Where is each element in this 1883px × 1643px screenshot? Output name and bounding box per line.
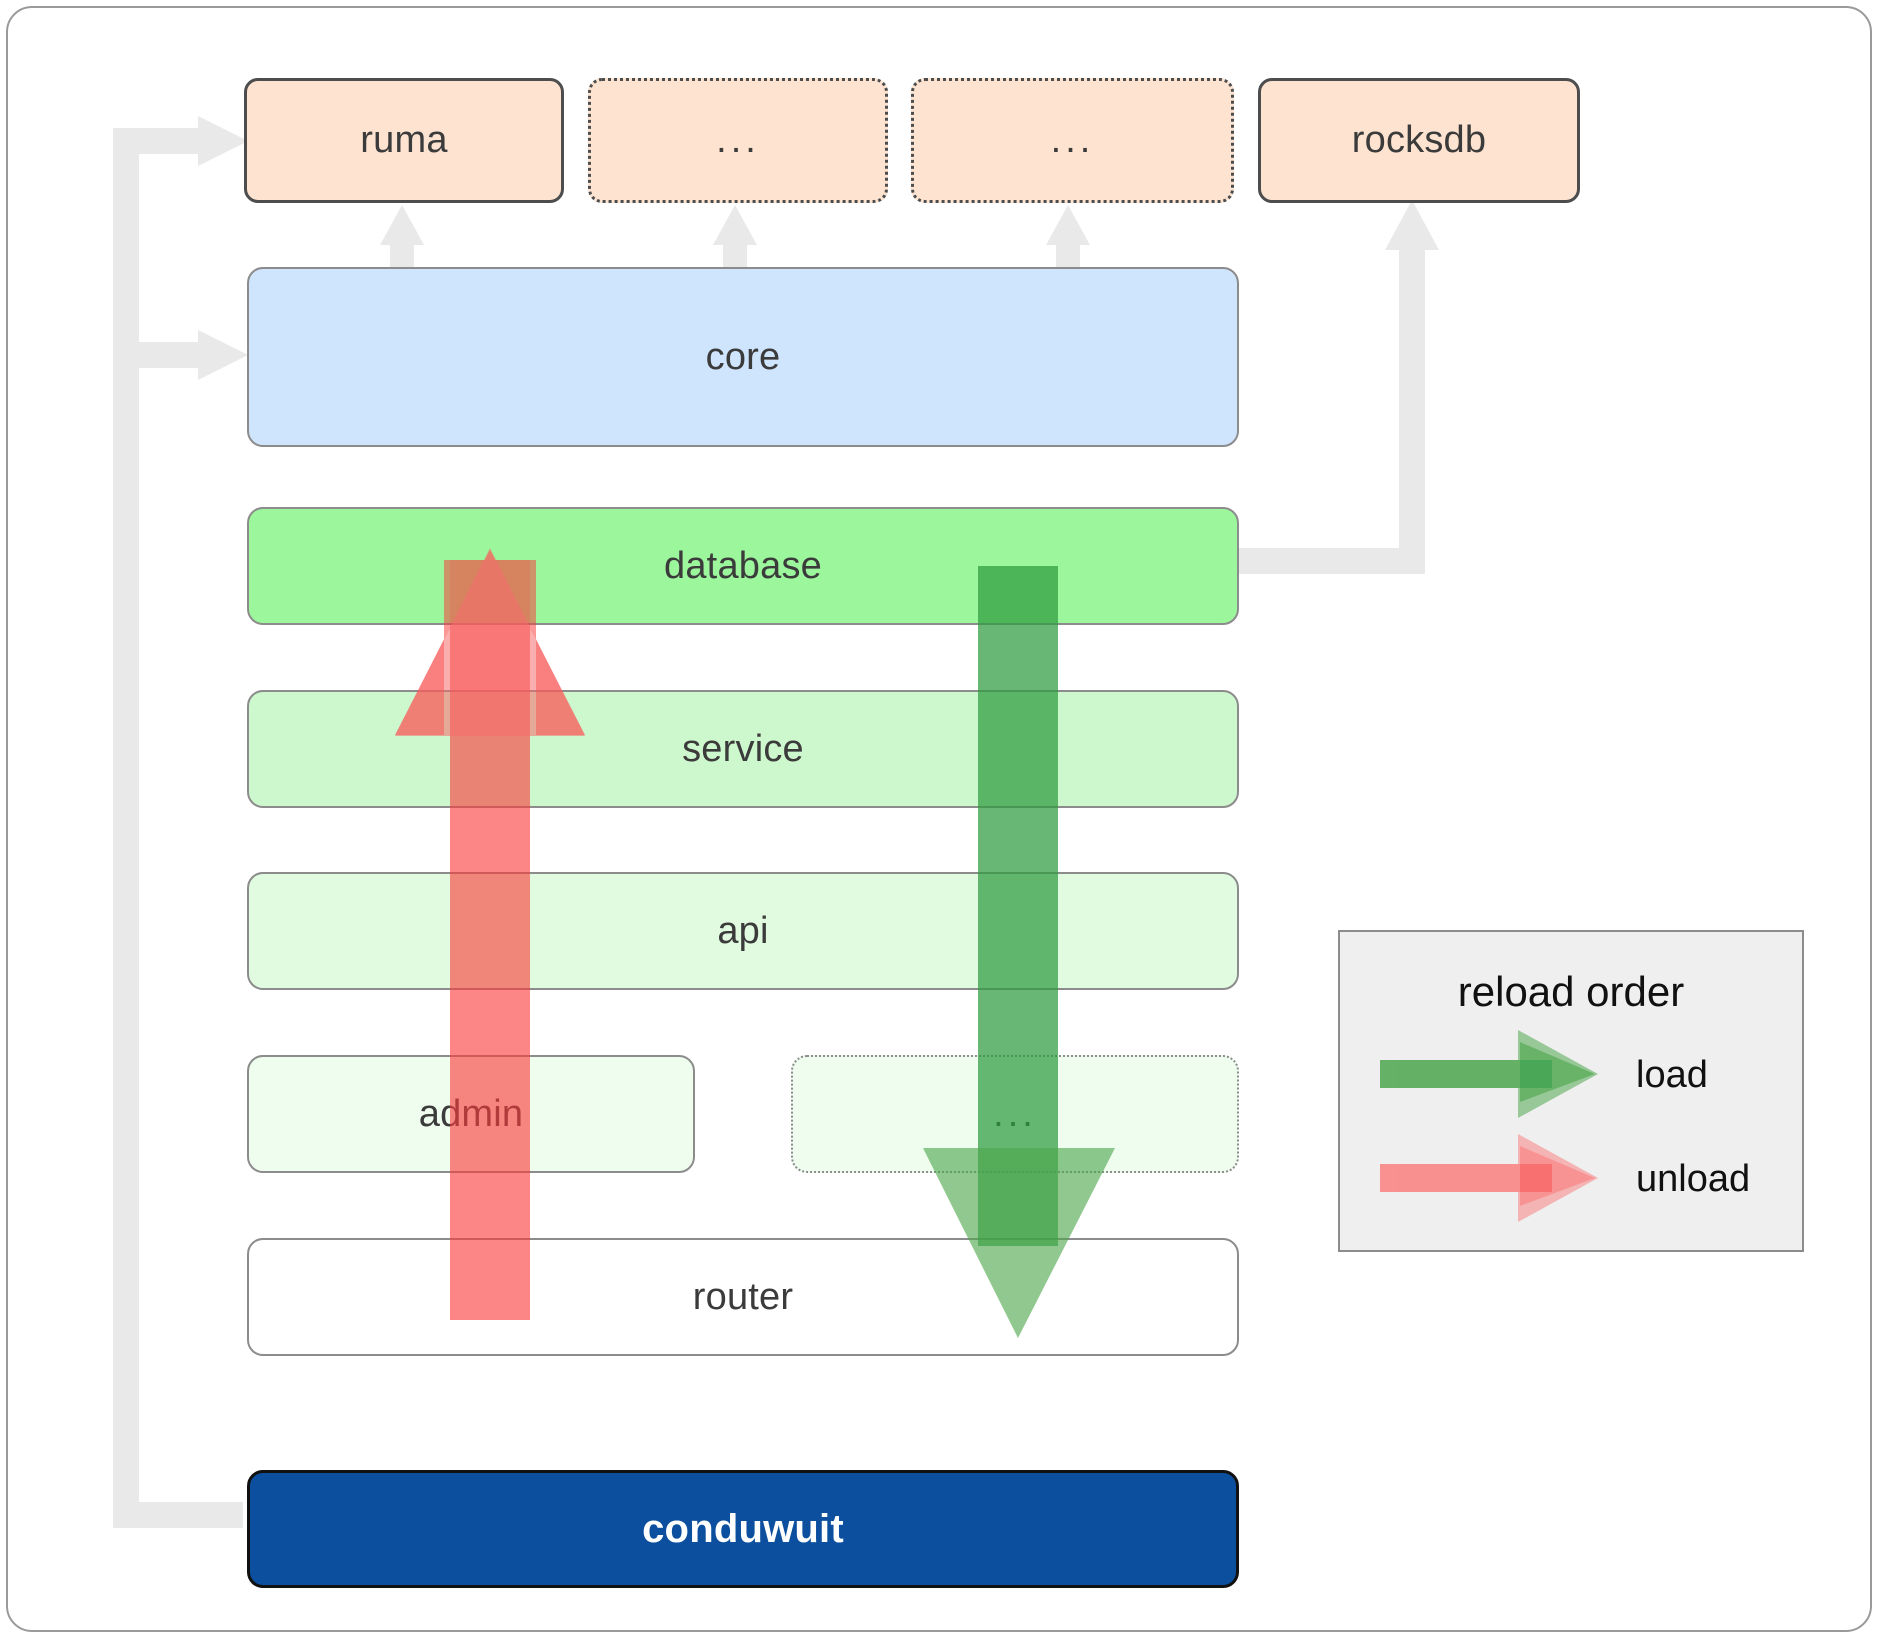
legend-unload-arrow bbox=[1380, 1134, 1598, 1222]
layer-box-router-label: router bbox=[692, 1275, 794, 1318]
layer-box-core[interactable]: core bbox=[247, 267, 1239, 447]
crate-box-ellipsis-1-label: ... bbox=[716, 119, 760, 161]
diagram-frame bbox=[6, 6, 1872, 1632]
crate-box-ellipsis-2[interactable]: ... bbox=[911, 78, 1234, 203]
crate-box-ruma[interactable]: ruma bbox=[244, 78, 564, 203]
layer-box-api[interactable]: api bbox=[247, 872, 1239, 990]
crate-box-rocksdb-label: rocksdb bbox=[1351, 119, 1487, 161]
legend-title: reload order bbox=[1457, 968, 1685, 1015]
legend-label-unload: unload bbox=[1636, 1158, 1751, 1200]
layer-box-core-label: core bbox=[705, 335, 781, 378]
crate-box-ruma-label: ruma bbox=[360, 119, 448, 161]
root-box-conduwuit[interactable]: conduwuit bbox=[247, 1470, 1239, 1588]
legend-label-load: load bbox=[1636, 1054, 1708, 1096]
layer-box-database[interactable]: database bbox=[247, 507, 1239, 625]
layer-box-admin[interactable]: admin bbox=[247, 1055, 695, 1173]
layer-box-service[interactable]: service bbox=[247, 690, 1239, 808]
layer-box-ellipsis[interactable]: ... bbox=[791, 1055, 1239, 1173]
layer-box-router[interactable]: router bbox=[247, 1238, 1239, 1356]
crate-box-rocksdb[interactable]: rocksdb bbox=[1258, 78, 1580, 203]
layer-box-ellipsis-label: ... bbox=[993, 1092, 1037, 1135]
layer-box-database-label: database bbox=[664, 544, 822, 587]
layer-box-service-label: service bbox=[682, 727, 804, 770]
root-box-conduwuit-label: conduwuit bbox=[642, 1506, 844, 1551]
legend-load-arrow bbox=[1380, 1030, 1598, 1118]
layer-box-admin-label: admin bbox=[418, 1092, 524, 1135]
crate-box-ellipsis-2-label: ... bbox=[1050, 119, 1095, 161]
crate-box-ellipsis-1[interactable]: ... bbox=[588, 78, 888, 203]
layer-box-api-label: api bbox=[717, 909, 769, 952]
legend-panel: reload order load unload bbox=[1338, 930, 1804, 1252]
legend-arrows bbox=[1380, 1030, 1598, 1222]
